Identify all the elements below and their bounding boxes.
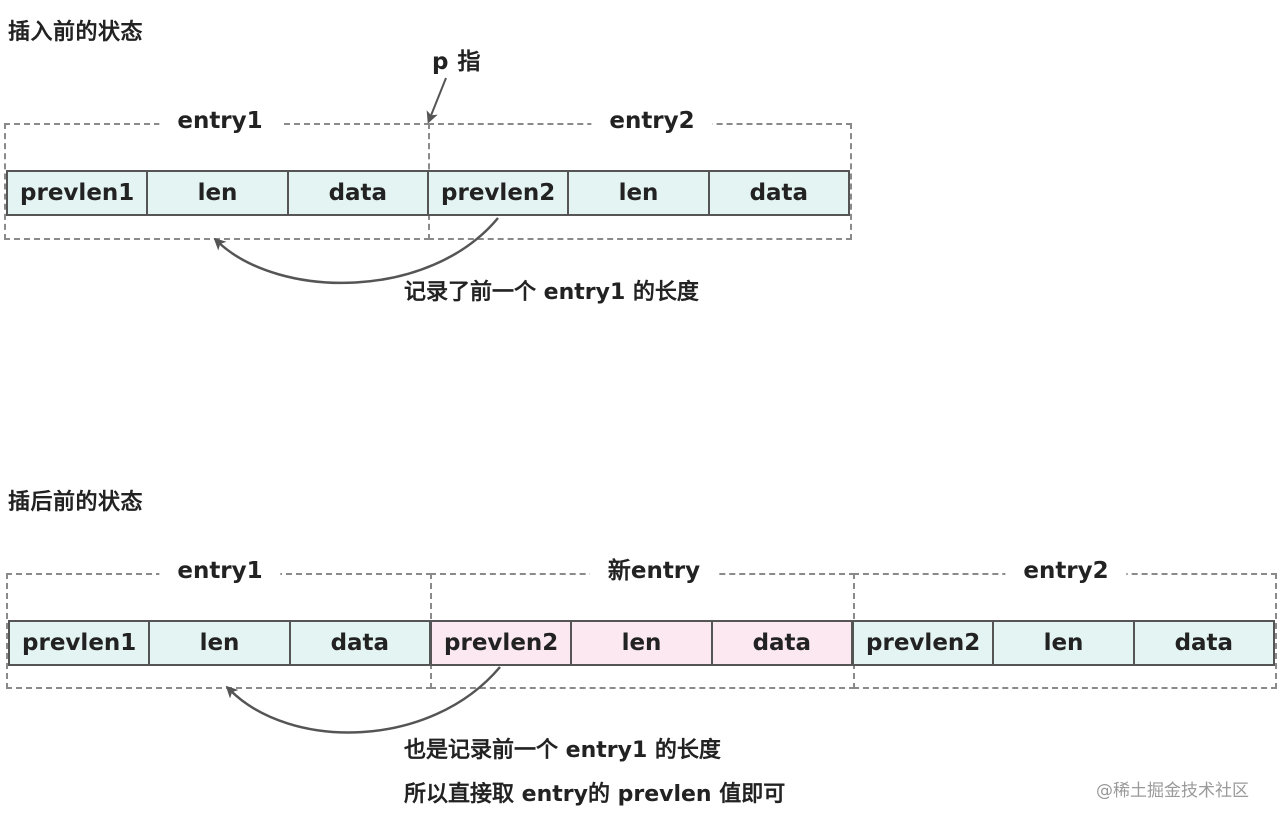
after-entry1-cells: prevlen1 len data — [8, 620, 431, 666]
cell-data: data — [288, 172, 427, 214]
cell-prevlen2: prevlen2 — [429, 172, 570, 214]
after-entry2-label: entry2 — [1005, 555, 1127, 587]
cell-data: data — [1134, 622, 1273, 664]
after-entry1-label: entry1 — [159, 555, 281, 587]
cell-len: len — [150, 622, 291, 664]
cell-prevlen1: prevlen1 — [8, 172, 149, 214]
cell-len: len — [148, 172, 289, 214]
cell-data: data — [290, 622, 429, 664]
before-entry1-label: entry1 — [159, 105, 281, 137]
pointer-arrow — [426, 77, 447, 124]
watermark: @稀土掘金技术社区 — [1096, 781, 1249, 801]
after-heading: 插后前的状态 — [8, 490, 144, 515]
after-new-entry-cells: prevlen2 len data — [430, 620, 853, 666]
after-caption-line2: 所以直接取 entry的 prevlen 值即可 — [404, 782, 786, 807]
cell-prevlen2: prevlen2 — [854, 622, 995, 664]
before-entry2-label: entry2 — [591, 105, 713, 137]
after-caption-line1: 也是记录前一个 entry1 的长度 — [404, 738, 721, 763]
cell-len: len — [569, 172, 710, 214]
cell-len: len — [994, 622, 1135, 664]
before-caption: 记录了前一个 entry1 的长度 — [404, 280, 699, 305]
before-heading: 插入前的状态 — [8, 20, 144, 45]
before-entry2-group: entry2 — [428, 105, 852, 240]
cell-prevlen2: prevlen2 — [432, 622, 573, 664]
after-new-entry-label: 新entry — [589, 555, 719, 587]
before-entry2-cells: prevlen2 len data — [427, 170, 850, 216]
cell-data: data — [709, 172, 848, 214]
before-entry1-cells: prevlen1 len data — [6, 170, 429, 216]
pointer-label: p 指 — [432, 49, 481, 75]
cell-prevlen1: prevlen1 — [10, 622, 151, 664]
cell-data: data — [712, 622, 851, 664]
after-entry1-group: entry1 — [6, 555, 432, 689]
cell-len: len — [572, 622, 713, 664]
after-entry2-cells: prevlen2 len data — [852, 620, 1275, 666]
